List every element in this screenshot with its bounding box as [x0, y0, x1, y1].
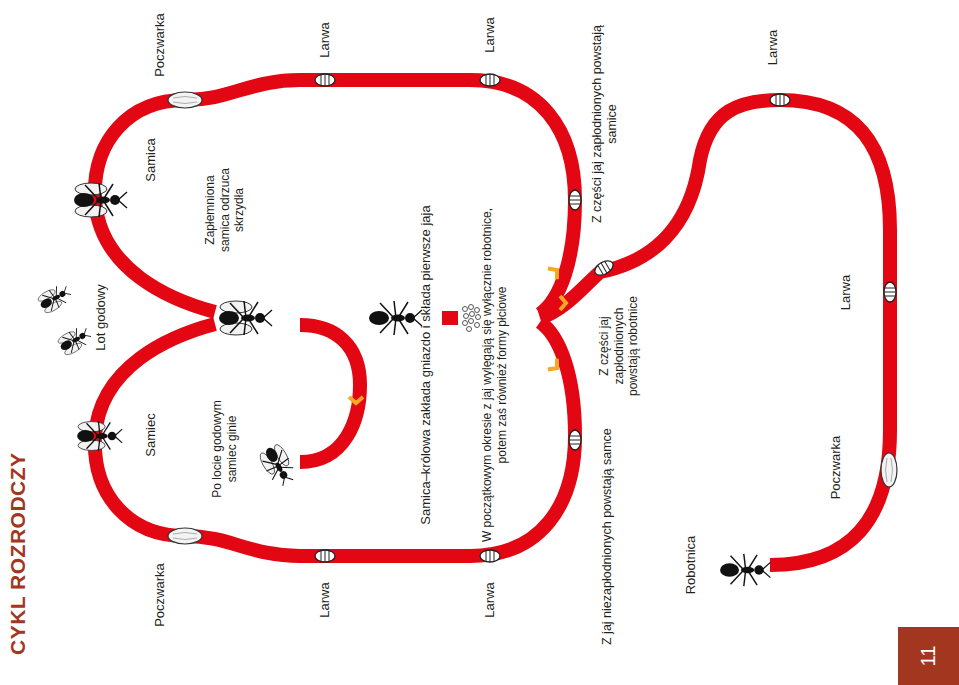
stage-label: Poczwarka [828, 430, 844, 505]
stage-label: Samiec [143, 405, 159, 465]
chevrons [349, 265, 566, 403]
stage-label: Larwa [317, 15, 333, 65]
stage-label: Z jaj niezapłodnionych powstają samce [600, 410, 615, 645]
stage-label: Po locie godowym samiec ginie [210, 393, 239, 505]
stage-label: Larwa [765, 25, 781, 70]
stage-label: Robotnica [683, 525, 699, 605]
ants [36, 183, 770, 586]
stage-label: W początkowym okresie z jaj wylęgają się… [480, 205, 509, 545]
eggs [463, 305, 481, 332]
stage-label: Zapłemniona samica odrzuca skrzydła [203, 160, 247, 260]
red-bar [442, 311, 458, 325]
stage-label: Larwa [482, 575, 498, 625]
stage-label: Larwa [838, 270, 854, 315]
stage-label: Samica–królowa zakłada gniazdo i składa … [418, 160, 434, 570]
stage-label: Larwa [317, 575, 333, 625]
diagram-title: CYKL ROZRODCZY [6, 452, 30, 655]
stage-label: Z części jaj zapłodnionych powstają robo… [597, 290, 641, 402]
stage-label: Lot godowy [93, 280, 109, 355]
page-number-box: 11 [898, 627, 959, 685]
red-track [95, 80, 890, 565]
page-number: 11 [917, 646, 940, 667]
stage-label: Larwa [482, 10, 498, 60]
stage-label: Z części jaj zapłodnionych powstają sami… [590, 8, 621, 240]
pupae [168, 92, 897, 544]
stage-label: Poczwarka [152, 555, 168, 635]
stage-label: Samica [143, 125, 159, 195]
stage-label: Poczwarka [152, 5, 168, 85]
